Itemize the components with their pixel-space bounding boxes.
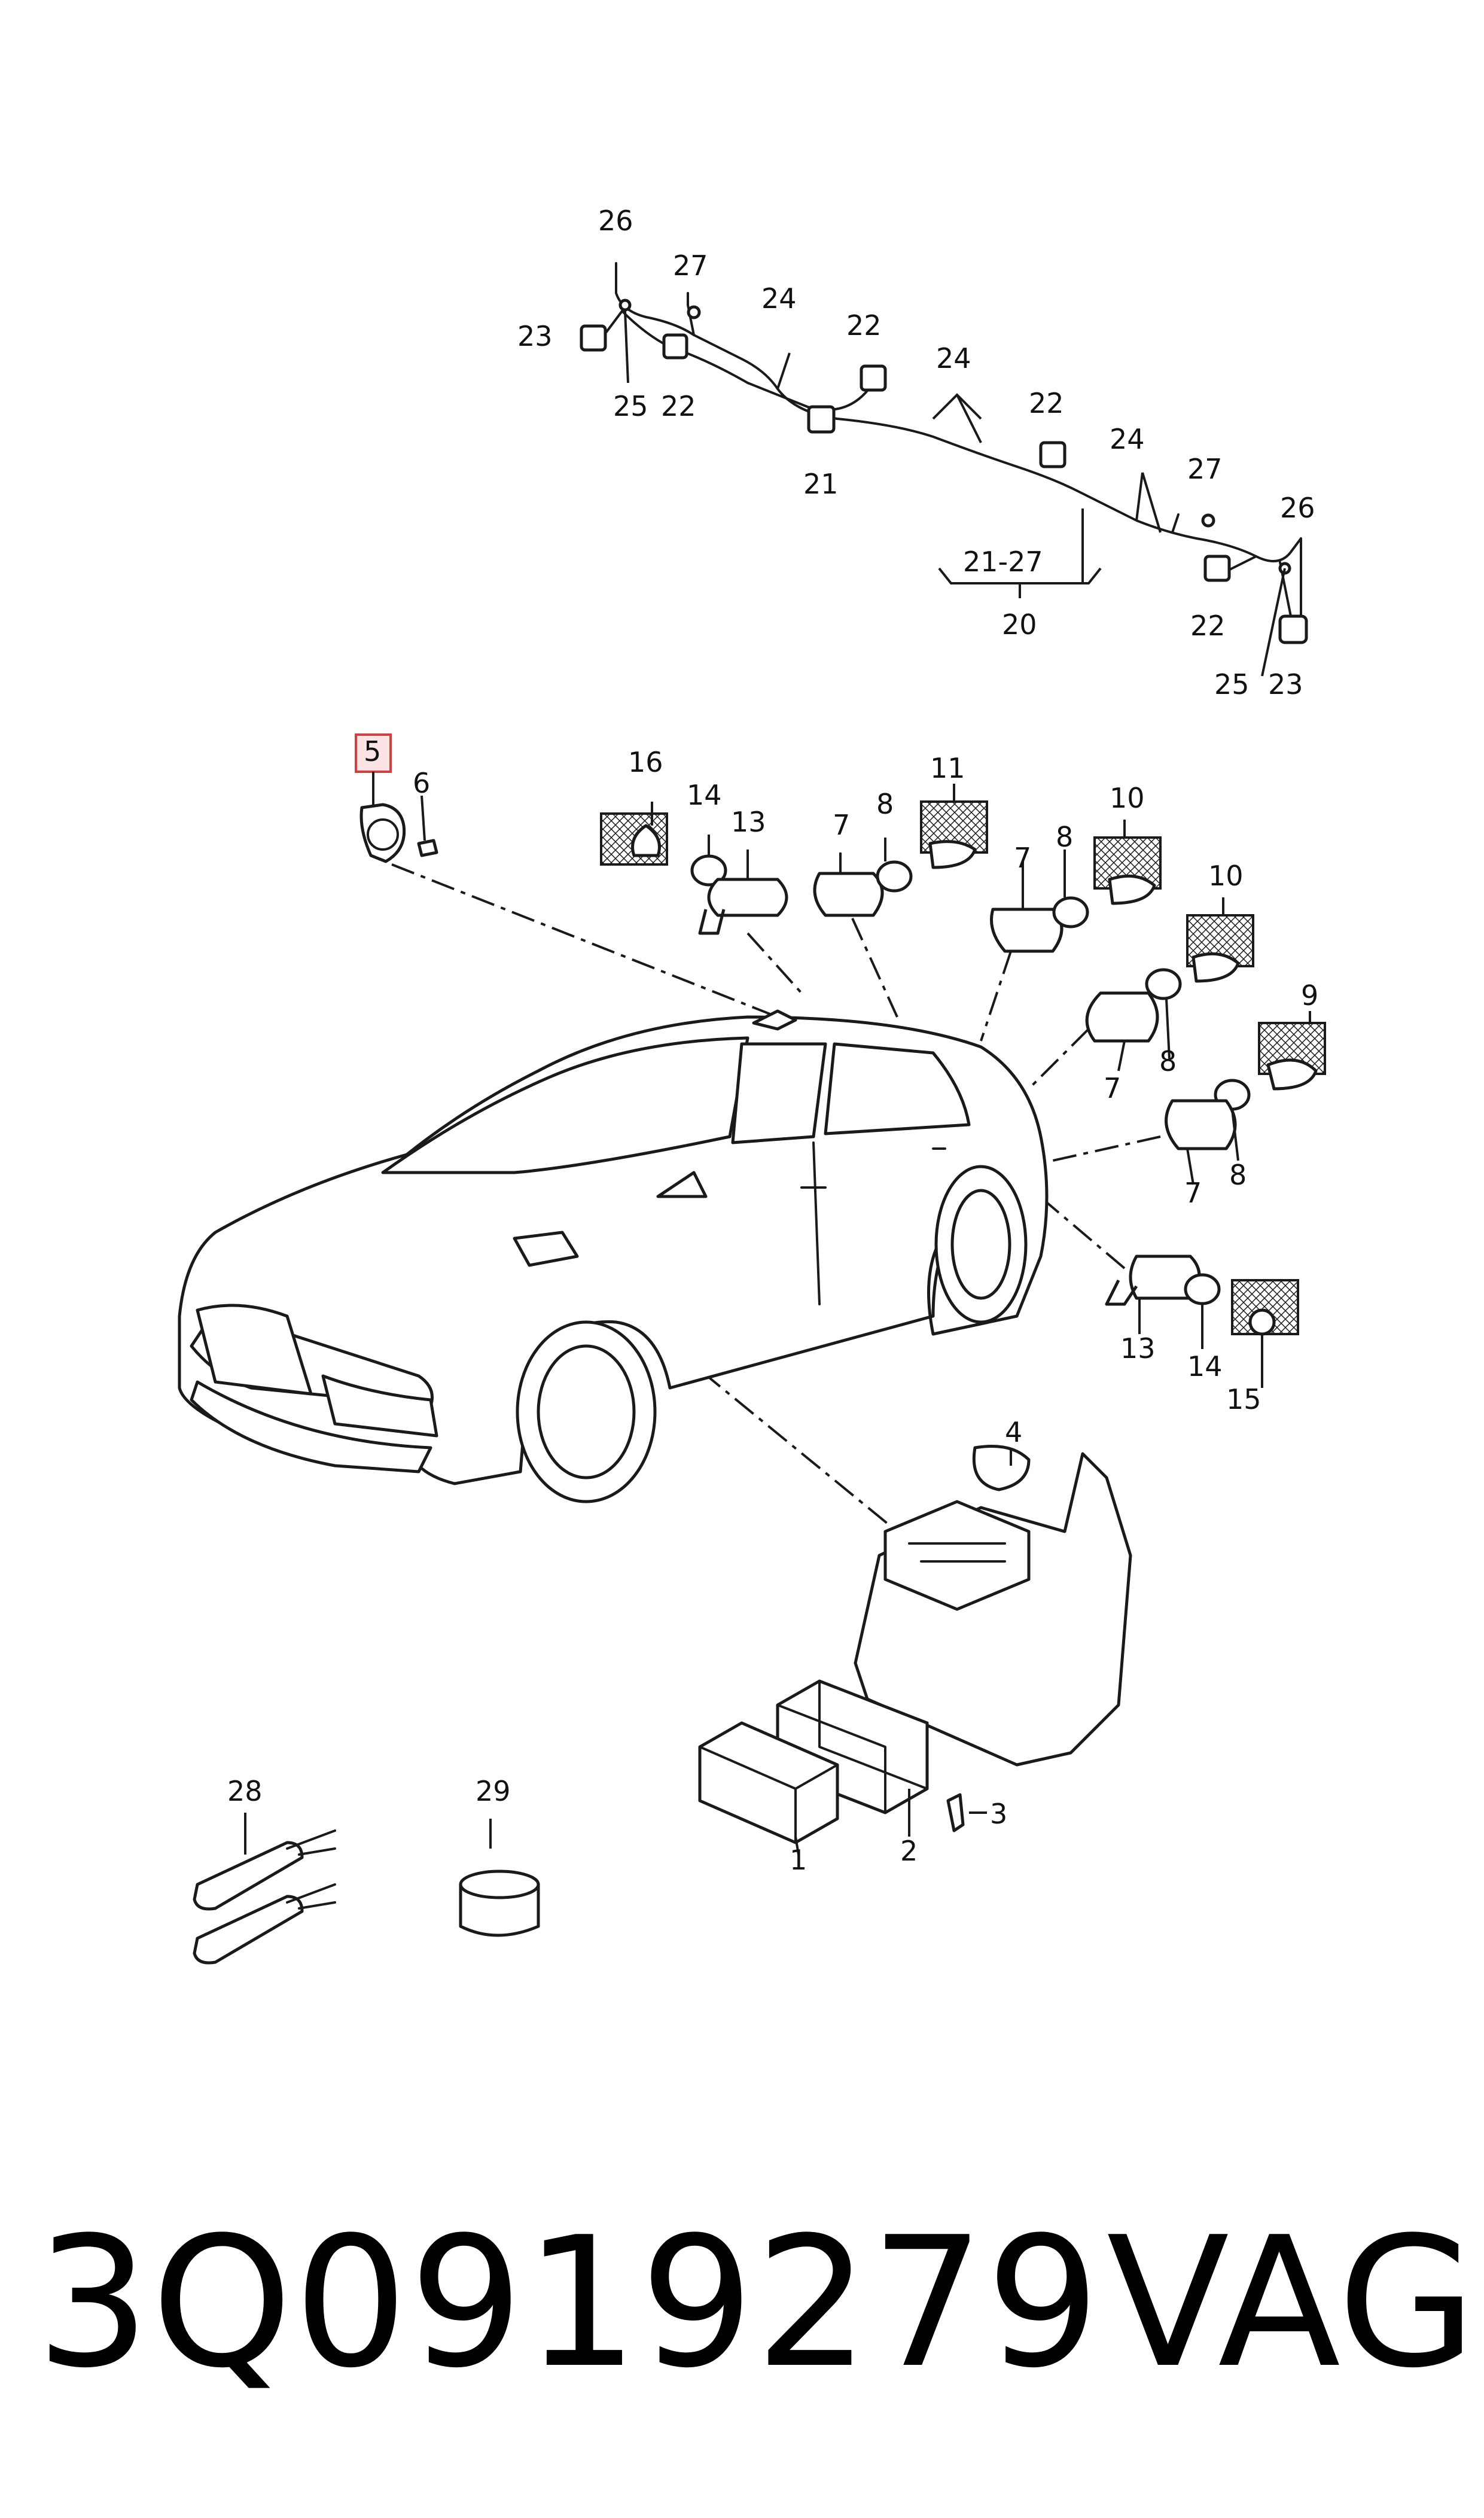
part-14-ring	[690, 854, 727, 887]
callout-7b: 7	[1014, 842, 1031, 874]
callout-5: 5	[364, 735, 381, 768]
connector-22c	[1039, 441, 1066, 468]
mirror	[656, 1171, 708, 1198]
callout-10a: 10	[1110, 782, 1145, 814]
connector-22d	[1203, 555, 1231, 582]
callout-3: 3	[990, 1798, 1007, 1830]
clip-27b	[1201, 513, 1215, 528]
callout-15: 15	[1226, 1383, 1261, 1415]
callout-25b: 25	[1214, 668, 1250, 701]
callout-24a: 24	[761, 282, 797, 315]
callout-26b: 26	[1280, 492, 1315, 524]
harness-leaders	[624, 310, 1286, 677]
callout-27a: 27	[673, 249, 708, 282]
part-4-buzzer	[972, 1445, 1031, 1491]
callout-1: 1	[790, 1844, 807, 1876]
callout-27b: 27	[1187, 453, 1223, 485]
grille	[196, 1304, 313, 1396]
connector-23b	[1278, 614, 1308, 644]
part-28-tool-a	[193, 1841, 304, 1911]
callout-22d: 22	[1190, 610, 1226, 642]
callout-21: 21	[803, 468, 839, 500]
callout-22b: 22	[661, 390, 696, 422]
sensor-parts	[355, 733, 1326, 1336]
callout-21-27: 21-27	[963, 546, 1043, 578]
part-5-sounder	[359, 803, 406, 863]
callout-9: 9	[1301, 979, 1318, 1012]
sensor-leaders	[372, 772, 1311, 1388]
accessories	[193, 1813, 540, 1965]
callout-14a: 14	[687, 779, 722, 811]
callout-8c: 8	[1159, 1045, 1177, 1077]
callout-23a: 23	[517, 320, 553, 352]
callout-13b: 13	[1120, 1332, 1156, 1365]
callout-8b: 8	[1056, 821, 1073, 853]
control-units	[698, 1445, 1132, 1855]
callout-26a: 26	[598, 205, 633, 237]
connector-22a	[662, 333, 688, 360]
callouts: 26 27 24 23 22 24 25 22 22 24 21 27 26 2…	[227, 205, 1318, 1876]
callout-11: 11	[930, 752, 965, 784]
callout-4: 4	[1005, 1416, 1022, 1448]
callout-7c: 7	[1104, 1072, 1121, 1104]
callout-24c: 24	[1110, 423, 1145, 455]
mounting-frame	[854, 1452, 1132, 1767]
callout-23b: 23	[1268, 668, 1303, 701]
car-illustration	[178, 1009, 1049, 1503]
part-28-tool-b	[193, 1895, 304, 1965]
part-7-sensor-b	[990, 908, 1064, 953]
connector-21	[807, 405, 836, 434]
callout-6: 6	[413, 767, 430, 799]
part-7-sensor-d	[1165, 1099, 1237, 1150]
callout-8a: 8	[876, 788, 894, 820]
callout-28: 28	[227, 1775, 263, 1807]
callout-16: 16	[628, 746, 663, 778]
bracket-housing	[883, 1500, 1031, 1611]
connector-23a	[580, 324, 607, 352]
callout-24b: 24	[936, 342, 971, 374]
part-7-sensor-a	[813, 872, 884, 917]
part-number: 3Q0919279	[36, 2199, 1102, 2407]
callout-13a: 13	[731, 806, 766, 838]
part-3-screw	[946, 1793, 965, 1832]
callout-29: 29	[476, 1775, 511, 1807]
roof-marker	[752, 1009, 797, 1031]
part-6-screw	[417, 839, 438, 857]
callout-7a: 7	[833, 809, 850, 841]
callout-7d: 7	[1184, 1177, 1202, 1209]
brand-label: VAG	[1107, 2199, 1477, 2407]
clip-27a	[687, 305, 701, 319]
callout-2: 2	[900, 1835, 918, 1867]
part-8-ring-a	[876, 860, 913, 893]
part-1-control-unit	[698, 1721, 839, 1844]
connector-parts	[580, 299, 1308, 644]
part-8-ring-b	[1052, 896, 1089, 928]
part-8-ring-c	[1145, 968, 1182, 1000]
part-13-sensor	[698, 878, 788, 935]
clip-25a	[618, 299, 632, 312]
callout-22c: 22	[1029, 387, 1064, 419]
callout-25a: 25	[613, 390, 648, 422]
part-14-ring-b	[1184, 1273, 1221, 1305]
callout-8d: 8	[1229, 1159, 1247, 1191]
callout-20: 20	[1002, 608, 1037, 641]
callout-10b: 10	[1208, 860, 1244, 892]
callout-14b: 14	[1187, 1350, 1223, 1383]
fuel-flap	[513, 1231, 579, 1267]
connector-22b	[860, 364, 887, 392]
callout-22a: 22	[846, 309, 882, 342]
pointer-lines	[391, 863, 1161, 1533]
part-7-sensor-c	[1085, 991, 1159, 1043]
